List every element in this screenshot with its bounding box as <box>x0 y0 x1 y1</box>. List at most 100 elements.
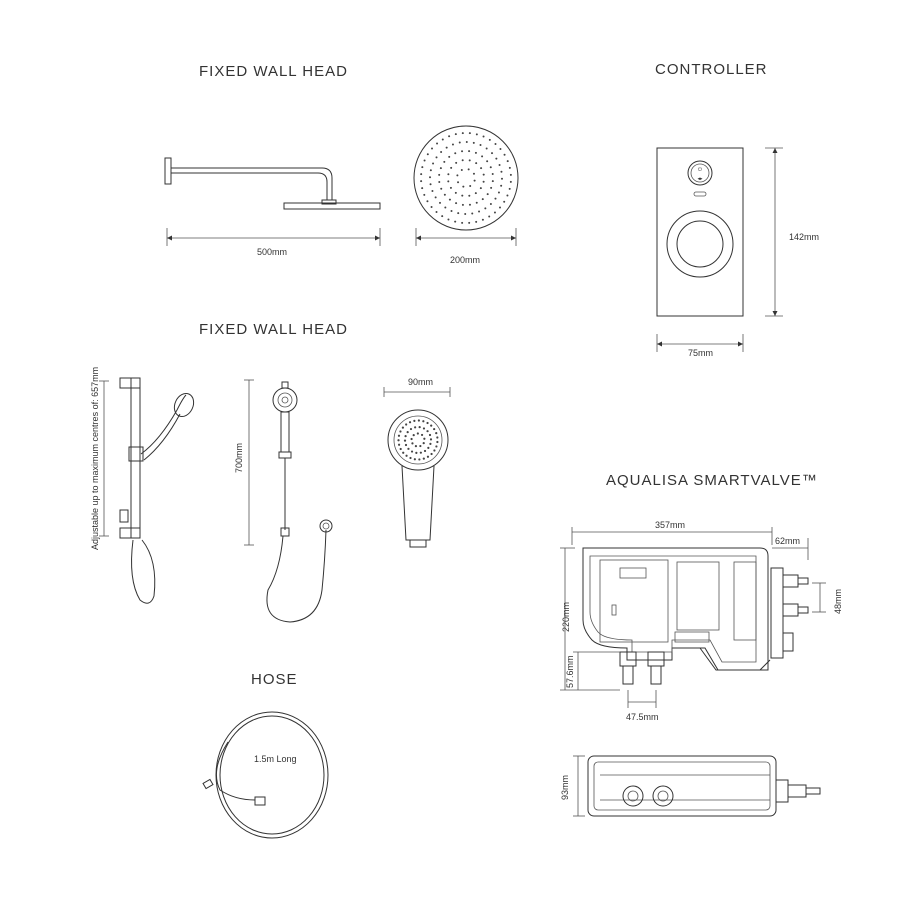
nozzle-dot <box>431 190 434 193</box>
nozzle-dot <box>482 135 485 138</box>
nozzle-dot <box>454 133 457 136</box>
nozzle-dot <box>494 143 497 146</box>
nozzle-dot <box>494 197 497 200</box>
nozzle-dot <box>486 160 489 163</box>
nozzle-dot <box>438 180 441 183</box>
nozzle-dot <box>430 205 433 208</box>
nozzle-dot <box>436 142 439 145</box>
handset-nozzle-dot <box>435 445 438 448</box>
nozzle-dot <box>461 194 464 197</box>
handset-nozzle-dot <box>426 421 429 425</box>
nozzle-dot <box>480 167 483 170</box>
nozzle-dot <box>481 155 484 158</box>
handset-nozzle-dot <box>410 437 413 441</box>
handset-nozzle-dot <box>399 447 402 451</box>
handset-nozzle-dot <box>397 439 400 442</box>
head-diameter-label: 200mm <box>450 255 481 265</box>
nozzle-dot <box>420 180 423 183</box>
kit-height-label: 700mm <box>234 442 244 473</box>
handset-drawing <box>383 387 451 548</box>
nozzle-dot <box>455 202 458 205</box>
nozzle-dot <box>429 169 432 172</box>
nozzle-dot <box>447 173 450 176</box>
handset-nozzle-dot <box>412 434 415 437</box>
nozzle-dot <box>454 152 457 155</box>
handset-nozzle-dot <box>408 421 412 424</box>
nozzle-dot <box>455 161 458 164</box>
nozzle-dot <box>461 150 464 153</box>
nozzle-dot <box>475 162 478 165</box>
nozzle-dot <box>508 187 511 190</box>
nozzle-dot <box>503 153 506 156</box>
handset-nozzle-dot <box>413 458 416 461</box>
nozzle-dot <box>462 185 465 188</box>
nozzle-dot <box>438 173 441 176</box>
nozzle-dot <box>506 160 509 163</box>
nozzle-dot <box>443 193 446 196</box>
handset-nozzle-dot <box>416 432 419 435</box>
handset-nozzle-dot <box>428 433 432 437</box>
nozzle-dot <box>488 215 491 218</box>
nozzle-dot <box>473 179 476 182</box>
handset-nozzle-dot <box>430 452 433 456</box>
nozzle-dot <box>479 187 482 190</box>
nozzle-dot <box>439 167 442 170</box>
nozzle-dot <box>454 191 457 194</box>
handset-nozzle-dot <box>406 431 409 434</box>
nozzle-dot <box>445 146 448 149</box>
handset-nozzle-dot <box>411 442 414 445</box>
nozzle-dot <box>472 172 475 175</box>
nozzle-dot <box>461 221 464 224</box>
nozzle-dot <box>457 212 460 215</box>
nozzle-dot <box>474 192 477 195</box>
nozzle-dot <box>448 135 451 138</box>
smartvalve-front-drawing <box>560 527 826 708</box>
handset-nozzle-dot <box>422 457 425 460</box>
handset-nozzle-dot <box>423 437 426 440</box>
nozzle-dot <box>449 186 452 189</box>
nozzle-dot <box>432 162 435 165</box>
handset-nozzle-dot <box>422 427 426 430</box>
nozzle-dot <box>461 132 464 135</box>
nozzle-dot <box>479 144 482 147</box>
nozzle-dot <box>498 163 501 166</box>
nozzle-dot <box>506 194 509 197</box>
handset-nozzle-dot <box>414 426 417 429</box>
handset-nozzle-dot <box>436 440 439 444</box>
nozzle-dot <box>441 138 444 141</box>
nozzle-dot <box>509 173 512 176</box>
nozzle-dot <box>421 187 424 190</box>
nozzle-dot <box>429 176 432 179</box>
nozzle-dot <box>438 201 441 204</box>
nozzle-dot <box>469 184 472 187</box>
handset-nozzle-dot <box>420 433 424 437</box>
nozzle-dot <box>499 148 502 151</box>
nozzle-dot <box>429 183 432 186</box>
nozzle-dot <box>508 166 511 169</box>
handset-nozzle-dot <box>404 435 407 438</box>
svg-text:◂▸: ◂▸ <box>697 176 703 182</box>
nozzle-dot <box>435 156 438 159</box>
nozzle-dot <box>435 210 438 213</box>
handset-nozzle-dot <box>419 444 422 448</box>
nozzle-dot <box>475 220 478 223</box>
nozzle-dot <box>474 151 477 154</box>
rail-adjust-label: Adjustable up to maximum centres of: 657… <box>90 366 100 550</box>
handset-nozzle-dot <box>426 430 429 433</box>
nozzle-dot <box>485 147 488 150</box>
nozzle-dot <box>451 143 454 146</box>
nozzle-dot <box>491 180 494 183</box>
smartvalve-title: AQUALISA SMARTVALVE™ <box>606 472 818 489</box>
handset-width-label: 90mm <box>408 377 434 387</box>
nozzle-dot <box>482 173 485 176</box>
handset-nozzle-dot <box>397 434 401 437</box>
handset-nozzle-dot <box>407 447 410 450</box>
handset-nozzle-dot <box>404 443 408 447</box>
arm-width-label: 500mm <box>257 247 288 257</box>
hose-title: HOSE <box>251 671 298 688</box>
nozzle-dot <box>447 218 450 221</box>
controller-height-label: 142mm <box>789 232 820 242</box>
nozzle-dot <box>448 155 451 158</box>
nozzle-dot <box>500 177 503 180</box>
controller-drawing: ⏻ ◂▸ <box>656 147 783 352</box>
